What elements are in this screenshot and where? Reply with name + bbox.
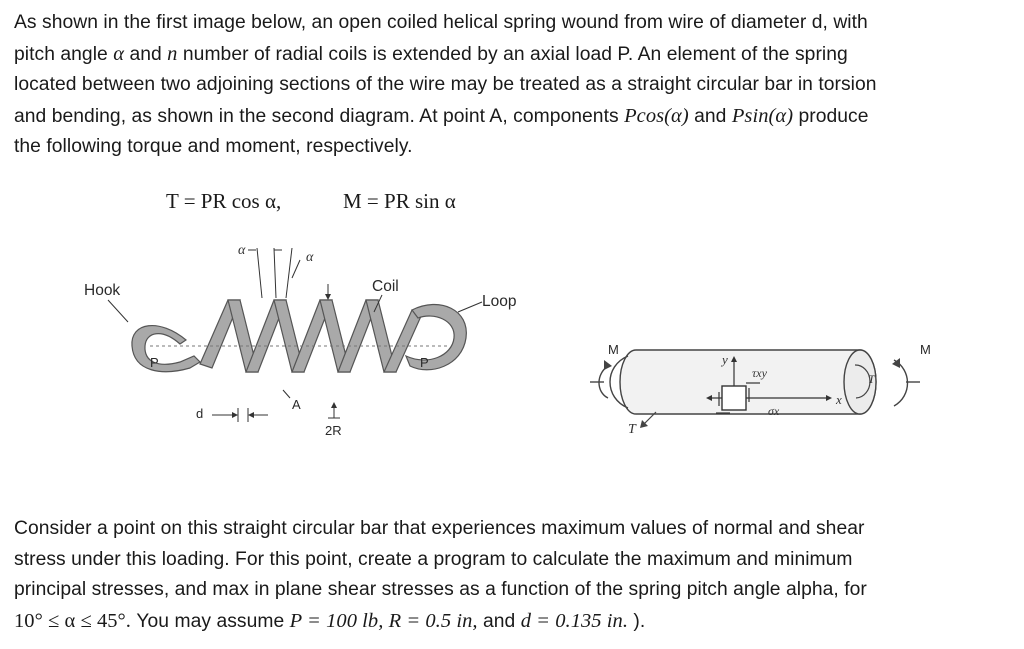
question-line-3: principal stresses, and max in plane she… xyxy=(14,579,867,600)
wire-diameter-label: d xyxy=(196,406,204,421)
intro-line-5: the following torque and moment, respect… xyxy=(14,136,413,157)
coil-label: Coil xyxy=(372,278,399,295)
question-line-4: 10° ≤ α ≤ 45°. You may assume P = 100 lb… xyxy=(14,609,646,632)
bar-end-face xyxy=(843,349,877,415)
spring-coils xyxy=(131,299,467,373)
question-line-1: Consider a point on this straight circul… xyxy=(14,518,865,539)
load-p-left: P xyxy=(150,355,159,370)
normal-stress-label: σx xyxy=(768,404,780,418)
pitch-angle-right: α xyxy=(306,250,314,265)
intro-paragraph: As shown in the first image below, an op… xyxy=(14,8,1014,163)
hook-label: Hook xyxy=(84,282,121,299)
intro-line-3: located between two adjoining sections o… xyxy=(14,74,877,95)
intro-line-2: pitch angle α and n number of radial coi… xyxy=(14,42,848,65)
moment-equation: M = PR sin α xyxy=(343,189,456,213)
torque-arc xyxy=(854,364,871,399)
coil-leader xyxy=(373,294,383,313)
intro-line-4: and bending, as shown in the second diag… xyxy=(14,104,869,127)
y-axis-label: y xyxy=(722,352,728,367)
shear-stress-label: τxy xyxy=(752,366,767,380)
question-line-2: stress under this loading. For this poin… xyxy=(14,548,853,570)
question-paragraph: Consider a point on this straight circul… xyxy=(14,514,1014,637)
point-a-label: A xyxy=(292,397,301,412)
loop-label: Loop xyxy=(482,293,517,310)
coil-radius-label: 2R xyxy=(325,423,342,438)
pitch-angle-left: α xyxy=(238,243,246,258)
torque-label-end: T xyxy=(868,372,875,386)
loop-leader xyxy=(457,301,483,313)
moment-arc-left xyxy=(609,355,629,409)
moment-right-label: M xyxy=(920,342,931,357)
load-p-right: P xyxy=(420,355,429,370)
hook-leader xyxy=(107,299,129,323)
intro-line-1: As shown in the first image below, an op… xyxy=(14,12,868,33)
moment-arc-right xyxy=(893,359,909,407)
x-axis-label: x xyxy=(836,392,842,407)
torque-label-bottom: T xyxy=(628,422,636,437)
moment-left-label: M xyxy=(608,342,619,357)
torque-equation: T = PR cos α, xyxy=(166,189,282,213)
stress-element xyxy=(721,385,747,411)
